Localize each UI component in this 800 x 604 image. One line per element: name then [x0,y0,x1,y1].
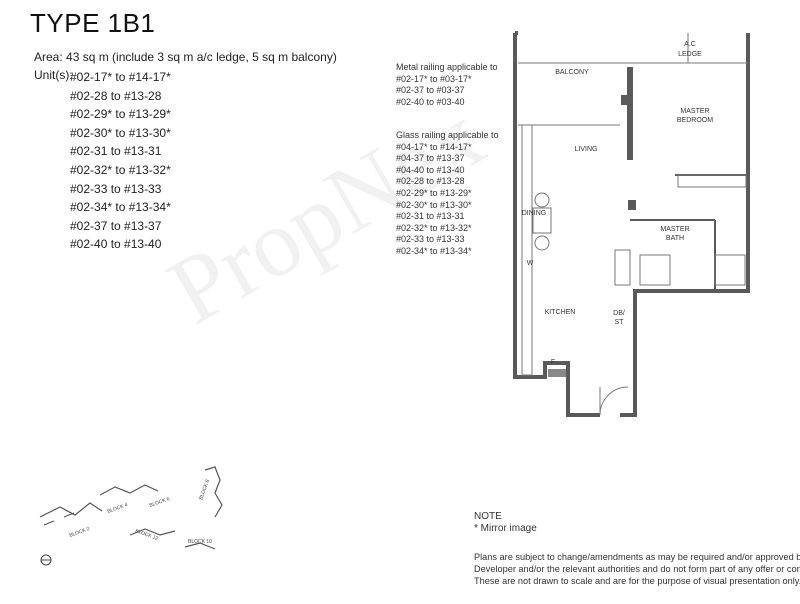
metal-railing-item: #02-17* to #03-17* [396,73,472,84]
site-key-plan: BLOCK 2 BLOCK 4 BLOCK 6 BLOCK 8 BLOCK 12… [39,466,223,566]
unit-item: #02-37 to #13-37 [70,218,162,233]
glass-railing-item: #02-34* to #13-34* [396,245,472,256]
plan-column [628,200,636,210]
units-label: Unit(s): [34,68,73,82]
north-arrow-icon [40,554,52,566]
glass-railing-notes: Glass railing applicable to #04-17* to #… [396,130,499,258]
glass-railing-item: #02-28 to #13-28 [396,176,465,187]
units-list: #02-17* to #14-17* #02-28 to #13-28 #02-… [70,68,171,254]
unit-item: #02-30* to #13-30* [70,125,171,140]
site-label: BLOCK 4 [107,502,129,515]
room-label-kitchen: KITCHEN [545,309,576,316]
room-label-living: LIVING [575,146,598,153]
room-label-master-bath: MASTER [660,226,689,233]
unit-item: #02-31 to #13-31 [70,144,162,159]
room-label-f: F [551,359,555,366]
glass-railing-item: #02-31 to #13-31 [396,211,465,222]
glass-railing-item: #04-17* to #14-17* [396,141,472,152]
room-label-ac: A.C [684,41,696,48]
metal-railing-item: #02-40 to #03-40 [396,96,465,107]
unit-item: #02-33 to #13-33 [70,181,162,196]
metal-railing-item: #02-37 to #03-37 [396,85,465,96]
area-text: Area: 43 sq m (include 3 sq m a/c ledge,… [34,50,337,64]
room-label-dbst: DB/ [613,310,625,317]
page-title: TYPE 1B1 [30,8,156,38]
room-label-master-bedroom: MASTER [680,108,709,115]
glass-railing-item: #02-33 to #13-33 [396,234,465,245]
unit-item: #02-28 to #13-28 [70,88,162,103]
floor-plan: A.C LEDGE BALCONY MASTER BEDROOM LIVING … [513,31,750,417]
glass-railing-item: #02-32* to #13-32* [396,222,472,233]
site-blocks [39,466,223,550]
room-label-balcony: BALCONY [555,69,589,76]
disclaimer: Plans are subject to change/amendments a… [474,551,800,587]
plan-walls [513,31,750,417]
room-label-w: W [527,260,534,267]
site-label: BLOCK 2 [69,526,91,539]
disclaimer-line: These are not drawn to scale and are for… [474,576,800,586]
note-item: * Mirror image [474,523,537,534]
glass-railing-heading: Glass railing applicable to [396,130,499,140]
metal-railing-heading: Metal railing applicable to [396,62,498,72]
room-label-master-bedroom: BEDROOM [677,117,713,124]
unit-item: #02-17* to #14-17* [70,70,171,84]
note: NOTE * Mirror image [474,511,537,535]
room-label-dbst: ST [615,319,625,326]
glass-railing-item: #02-30* to #13-30* [396,199,472,210]
glass-railing-item: #02-29* to #13-29* [396,187,472,198]
unit-item: #02-32* to #13-32* [70,162,171,177]
site-label: BLOCK 8 [198,479,211,501]
site-label: BLOCK 12 [134,528,159,542]
disclaimer-line: Plans are subject to change/amendments a… [474,552,800,562]
room-label-ac: LEDGE [678,51,702,58]
plan-details [518,33,748,416]
room-label-dining: DINING [522,210,547,217]
plan-fridge [548,369,566,377]
site-label: BLOCK 10 [188,539,212,545]
disclaimer-line: Developer and/or the relevant authoritie… [474,564,800,574]
glass-railing-item: #04-40 to #13-40 [396,164,465,175]
room-label-master-bath: BATH [666,235,684,242]
plan-column [621,95,629,105]
unit-item: #02-34* to #13-34* [70,200,171,215]
unit-item: #02-40 to #13-40 [70,237,162,252]
site-label: BLOCK 6 [149,496,171,509]
note-heading: NOTE [474,511,502,522]
unit-item: #02-29* to #13-29* [70,107,171,122]
metal-railing-notes: Metal railing applicable to #02-17* to #… [396,62,498,108]
glass-railing-item: #04-37 to #13-37 [396,153,465,164]
